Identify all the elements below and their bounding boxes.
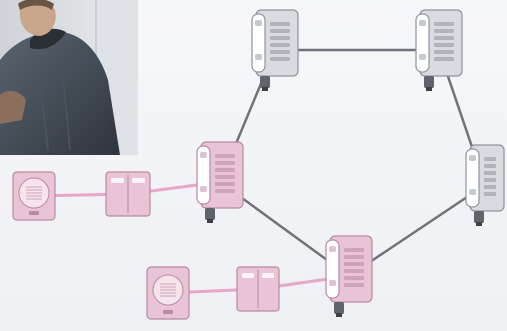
person-photo-icon: [0, 0, 138, 155]
door-speaker-icon: [147, 267, 189, 319]
power-supply-icon: [237, 267, 279, 311]
power-supply-icon: [106, 172, 150, 216]
door-speaker-icon: [13, 172, 55, 220]
